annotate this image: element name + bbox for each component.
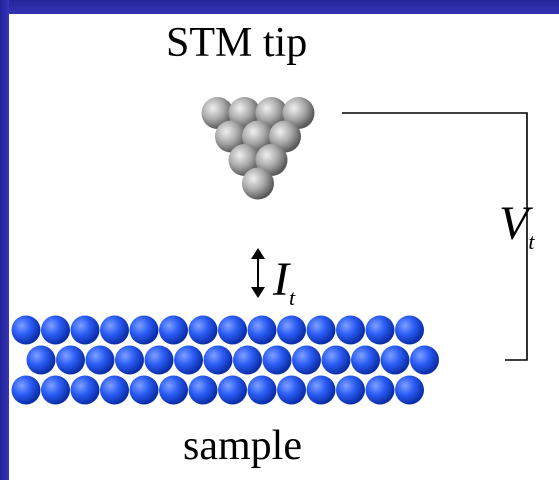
tip-atom [242,167,274,200]
sample-atom [292,345,321,375]
sample-atom [100,315,129,345]
sample-atom [321,345,351,375]
voltage-symbol: V [499,197,529,250]
tip-atom [228,97,261,129]
sample-atom [306,315,336,345]
slide-frame-left [0,0,9,480]
tip-atom [255,97,288,129]
slide-frame-top [0,0,559,14]
sample-atom [247,315,277,345]
sample-atom [188,375,218,405]
sample-atom [277,315,306,345]
sample-atom [218,375,247,405]
bias-circuit-wire [342,112,528,361]
sample-atom [129,315,159,345]
sample-atom [410,345,439,375]
sample-atom [129,375,159,405]
tip-label: STM tip [166,20,308,66]
sample-atom [395,375,424,405]
sample-atom [277,375,306,405]
voltage-subscript: t [528,229,535,254]
sample-atom [395,315,424,345]
tunneling-current-arrow-icon [251,248,265,298]
sample-atom [336,315,365,345]
sample-atom [11,315,41,345]
tip-atom [282,97,315,129]
sample-atom [336,375,365,405]
sample-atom [26,345,56,375]
tip-atoms [201,97,315,200]
sample-atom [262,345,292,375]
tip-atom [269,120,301,153]
sample-atom [174,345,203,375]
sample-atom [70,375,100,405]
sample-atom [41,315,70,345]
sample-atom [11,375,41,405]
sample-atoms [11,315,439,405]
sample-atom [233,345,262,375]
sample-atom [306,375,336,405]
sample-atom [159,375,188,405]
sample-label: sample [183,423,302,469]
sample-atom [56,345,85,375]
tip-atom [215,120,247,153]
tip-atom [228,144,261,176]
sample-atom [218,315,247,345]
current-symbol: I [273,253,289,306]
sample-atom [41,375,70,405]
sample-atom [85,345,115,375]
sample-atom [70,315,100,345]
current-subscript: t [288,285,296,310]
tip-atom [201,97,234,129]
sample-atom [115,345,144,375]
sample-atom [159,315,188,345]
tip-atom [242,120,274,153]
sample-atom [144,345,174,375]
sample-atom [203,345,233,375]
sample-atom [351,345,380,375]
sample-atom [100,375,129,405]
sample-atom [380,345,410,375]
sample-atom [247,375,277,405]
sample-atom [188,315,218,345]
tip-voltage-label: Vt [499,197,534,253]
sample-atom [365,375,395,405]
tunneling-current-label: It [273,253,295,309]
tip-atom [255,144,288,176]
sample-atom [365,315,395,345]
